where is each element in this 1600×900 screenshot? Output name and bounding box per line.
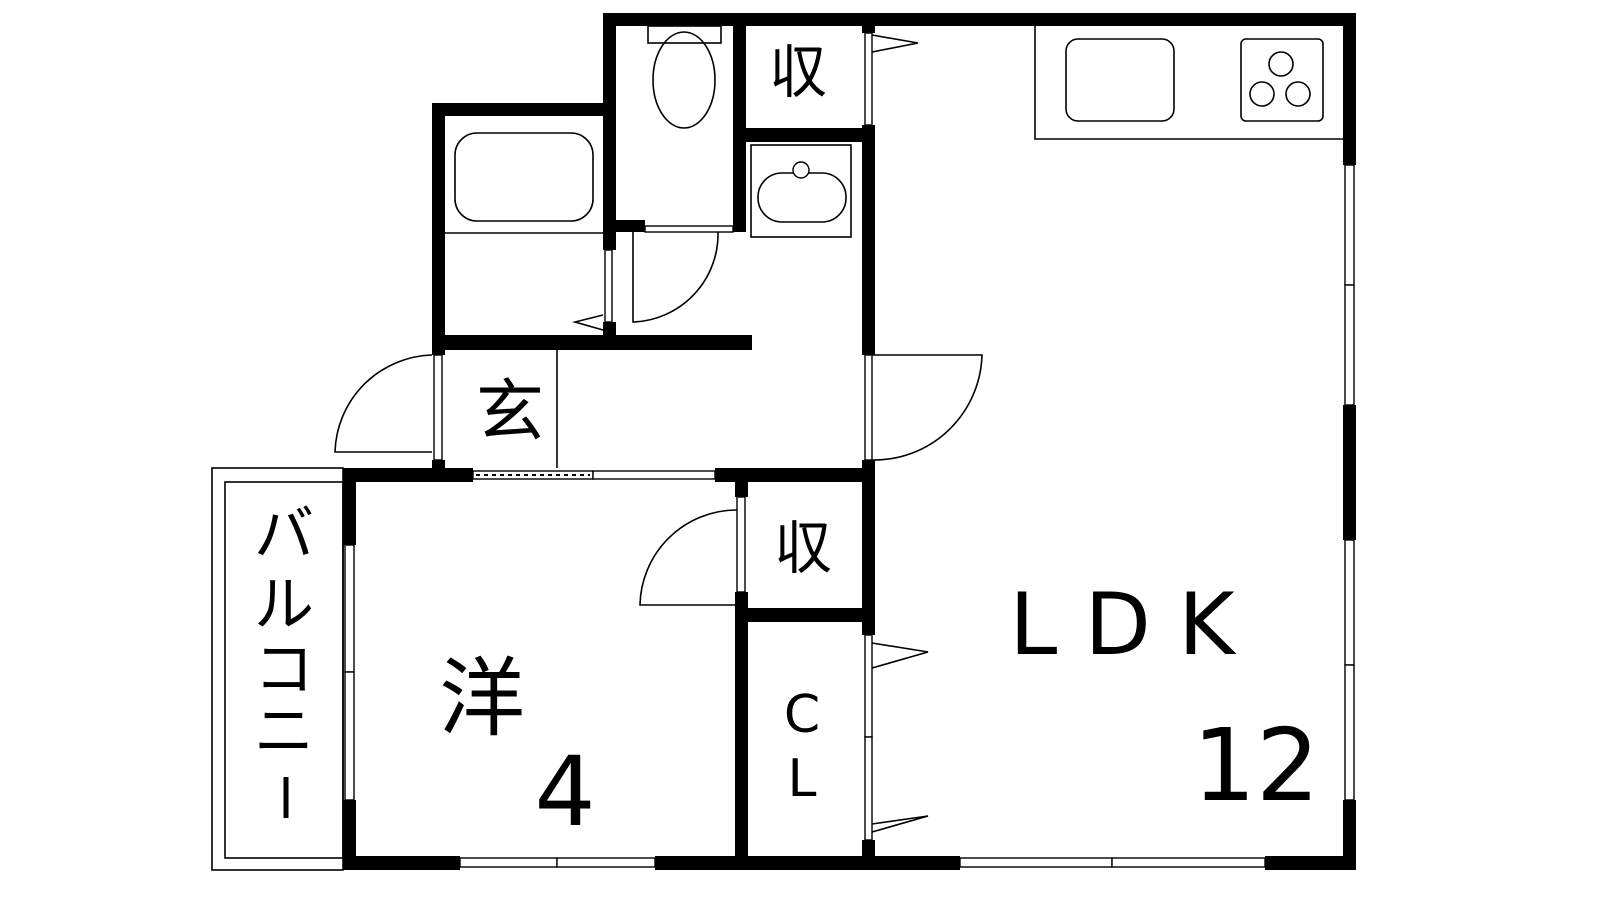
doors (334, 32, 983, 841)
kitchen-counter (1034, 26, 1343, 140)
entrance-label: 玄 (476, 373, 544, 452)
washbasin-icon (750, 144, 852, 238)
fixtures (445, 25, 1343, 468)
western-room-label: 洋 (439, 649, 525, 749)
storage-top-label: 収 (769, 38, 827, 106)
ldk-label: L D K (1009, 575, 1237, 675)
balcony-char: ニ (254, 697, 314, 767)
walls (343, 13, 1356, 870)
storage-mid-label: 収 (774, 514, 832, 582)
balcony-char: バ (254, 500, 314, 570)
balcony-label: バ ル コ ニ (254, 500, 314, 818)
bathtub-icon (445, 132, 603, 234)
stove-icon (1240, 38, 1324, 122)
western-room-size: 4 (534, 736, 595, 848)
balcony (211, 467, 344, 871)
balcony-char: コ (254, 635, 314, 705)
closet-label-l: L (788, 749, 817, 809)
ldk-size: 12 (1192, 707, 1319, 824)
balcony-char: ル (254, 570, 314, 640)
toilet-icon (647, 25, 722, 129)
closet-label-c: C (784, 685, 820, 745)
sink-icon (1065, 38, 1175, 122)
windows (344, 164, 1355, 868)
